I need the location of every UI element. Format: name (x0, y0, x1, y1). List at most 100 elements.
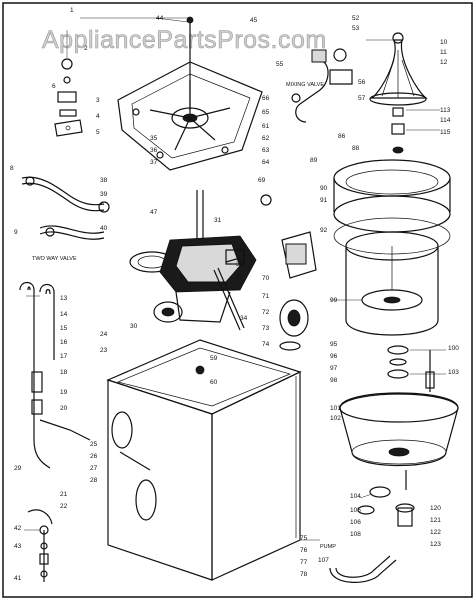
watermark-text: AppliancePartsPros.com (42, 26, 327, 54)
label-75: 75 (300, 535, 308, 542)
wash-tub (333, 159, 451, 336)
label-18: 18 (60, 369, 68, 376)
label-53: 53 (352, 25, 360, 32)
label-65: 65 (262, 109, 270, 116)
label-6: 6 (52, 83, 56, 90)
inlet-hose-group: TWO WAY VALVE (21, 176, 110, 262)
leader-lines (24, 17, 446, 541)
label-103: 103 (448, 369, 459, 376)
label-90: 90 (320, 185, 328, 192)
pump-label: PUMP (320, 544, 336, 550)
label-30: 30 (130, 323, 138, 330)
label-21: 21 (60, 491, 68, 498)
valve-bracket-parts (54, 30, 83, 137)
label-4: 4 (96, 113, 100, 120)
label-61: 61 (262, 123, 270, 130)
label-28: 28 (90, 477, 98, 484)
label-38: 38 (100, 177, 108, 184)
label-91: 91 (320, 197, 328, 204)
agitator (369, 32, 428, 154)
mounting-plate (117, 16, 263, 171)
cabinet (106, 339, 302, 581)
outer-tub (339, 392, 459, 490)
label-100: 100 (448, 345, 459, 352)
label-123: 123 (430, 541, 441, 548)
label-39: 39 (100, 191, 108, 198)
label-76: 76 (300, 547, 308, 554)
label-42: 42 (14, 525, 22, 532)
label-25: 25 (90, 441, 98, 448)
bottom-left-parts (27, 509, 53, 582)
label-74: 74 (262, 341, 270, 348)
label-121: 121 (430, 517, 441, 524)
label-10: 10 (440, 39, 448, 46)
mixing-valve-label: MIXING VALVE (286, 82, 324, 88)
label-12: 12 (440, 59, 448, 66)
label-122: 122 (430, 529, 441, 536)
label-26: 26 (90, 453, 98, 460)
pump-motor-parts (225, 194, 317, 351)
label-66: 66 (262, 95, 270, 102)
label-11: 11 (440, 49, 447, 56)
label-92: 92 (320, 227, 328, 234)
label-120: 120 (430, 505, 441, 512)
label-73: 73 (262, 325, 270, 332)
label-52: 52 (352, 15, 360, 22)
label-41: 41 (14, 575, 22, 582)
label-64: 64 (262, 159, 270, 166)
label-115: 115 (440, 129, 451, 136)
label-57: 57 (358, 95, 366, 102)
label-113: 113 (440, 107, 451, 114)
label-89: 89 (310, 157, 318, 164)
label-43: 43 (14, 543, 22, 550)
label-98: 98 (330, 377, 338, 384)
label-33: 33 (236, 273, 244, 280)
label-29: 29 (14, 465, 22, 472)
label-27: 27 (90, 465, 98, 472)
part-number-labels: 1 2 3 4 5 6 8 38 39 40 44 45 66 69 47 35… (10, 7, 459, 582)
label-2: 2 (84, 45, 88, 52)
label-14: 14 (60, 311, 68, 318)
label-96: 96 (330, 353, 338, 360)
label-86: 86 (338, 133, 346, 140)
label-78: 78 (300, 571, 308, 578)
label-88: 88 (352, 145, 360, 152)
label-107: 107 (318, 557, 329, 564)
label-32: 32 (236, 261, 244, 268)
label-3: 3 (96, 97, 100, 104)
label-104: 104 (350, 493, 361, 500)
label-16: 16 (60, 339, 68, 346)
label-24: 24 (100, 331, 108, 338)
transmission (129, 190, 257, 331)
label-77: 77 (300, 559, 308, 566)
label-72: 72 (262, 309, 270, 316)
label-95: 95 (330, 341, 338, 348)
label-108: 108 (350, 531, 361, 538)
pump-drain-parts: PUMP (320, 486, 415, 583)
label-23: 23 (100, 347, 108, 354)
label-56: 56 (358, 79, 366, 86)
label-22: 22 (60, 503, 68, 510)
label-17: 17 (60, 353, 68, 360)
label-20: 20 (60, 405, 68, 412)
drain-hose (19, 281, 91, 469)
label-36: 36 (150, 147, 158, 154)
label-45: 45 (250, 17, 258, 24)
label-69: 69 (258, 177, 266, 184)
label-15: 15 (60, 325, 68, 332)
label-1: 1 (70, 7, 74, 14)
label-105: 105 (350, 507, 361, 514)
label-71: 71 (262, 293, 270, 300)
label-44: 44 (156, 15, 164, 22)
label-8: 8 (10, 165, 14, 172)
label-102: 102 (330, 415, 341, 422)
label-70: 70 (262, 275, 270, 282)
label-63: 63 (262, 147, 270, 154)
two-way-valve-label: TWO WAY VALVE (32, 256, 77, 262)
label-34: 34 (240, 315, 248, 322)
label-60: 60 (210, 379, 218, 386)
label-9: 9 (14, 229, 18, 236)
label-97: 97 (330, 365, 338, 372)
